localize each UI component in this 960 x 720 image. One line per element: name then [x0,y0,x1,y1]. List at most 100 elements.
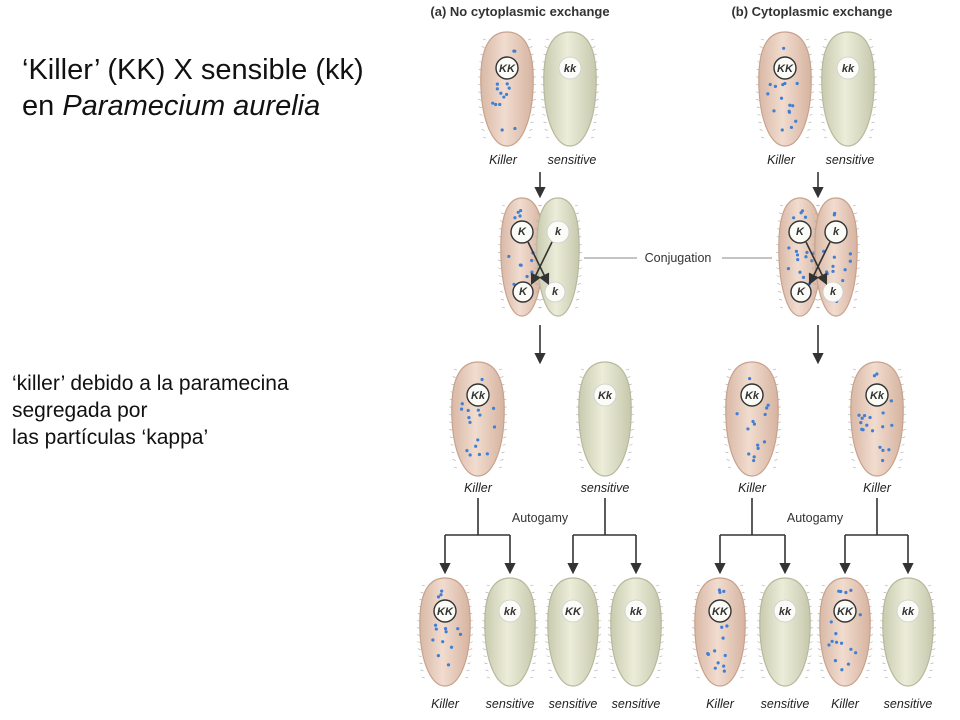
cilium [757,114,761,116]
cilium [611,669,615,672]
cilium [873,76,877,78]
kappa-particle [436,595,441,599]
cilium [870,129,874,131]
kappa-particle [794,249,799,253]
cilium [930,598,934,601]
cilium [483,605,487,608]
kappa-particle [788,103,792,107]
cilium [659,605,663,608]
cilium [815,204,820,207]
cilium [776,391,780,393]
cilium [580,368,585,371]
cilium [743,655,747,658]
kappa-particle [805,250,809,255]
kappa-particle [751,419,755,424]
cilium [579,459,583,461]
kappa-particle [834,632,838,636]
cilium [452,376,456,378]
kappa-particle [849,647,853,651]
cilium [928,676,932,679]
cilium [851,459,855,461]
progeny-label: sensitive [761,697,810,711]
cilium [814,298,819,301]
cilium [629,391,633,393]
cilium [807,129,811,131]
nucleus [433,599,457,623]
cilium [532,68,536,71]
kappa-particle [846,662,851,666]
cell-body [480,31,534,147]
cilium [758,121,762,124]
cilium [578,275,582,277]
kappa-particle [768,82,772,87]
cilium [499,291,504,293]
kappa-particle [519,263,523,267]
cilium [530,121,534,124]
cilium [755,91,760,94]
note-line-2: segregada por [12,399,148,422]
cilium [420,669,424,672]
progeny-genotype: kk [902,606,915,618]
cilium [696,676,700,679]
cilium [757,613,761,615]
cilium [453,466,458,469]
nucleus [788,220,812,244]
cilium [691,627,696,629]
nucleus [558,56,582,80]
parent-genotype: kk [842,63,855,75]
cilium [847,421,852,424]
cilium [777,291,782,293]
cilium [930,662,934,665]
kappa-particle [833,211,837,215]
kappa-particle [444,630,448,634]
cilium [808,121,812,124]
cilium [808,655,812,658]
cilium [808,605,812,608]
cilium [759,598,763,601]
header-cytoplasmic-exchange: (b) Cytoplasmic exchange [731,4,892,19]
cilium [531,61,535,63]
cilium [578,236,582,238]
kappa-particle [791,104,795,108]
cilium [486,584,490,587]
kappa-particle [721,636,725,640]
kappa-particle [513,49,517,53]
cilium [850,451,854,454]
cilium [656,584,660,587]
cilium [544,634,549,636]
cilium [849,391,853,393]
cell-body [578,361,632,477]
kappa-particle [706,652,710,656]
cilium [541,106,545,109]
cilium [529,129,533,131]
kappa-particle [713,666,717,670]
cilium [867,598,871,601]
cilium [882,598,886,601]
kappa-particle [859,421,863,425]
kappa-particle [780,128,784,132]
cilium [902,413,907,416]
cilium [868,655,872,658]
title-line-2: en Paramecium aurelia [22,90,321,122]
cilium [694,598,698,601]
cilium [658,598,662,601]
cilium [819,99,823,101]
cilium [592,129,596,131]
cilium [627,376,631,378]
cilium [693,605,697,608]
kappa-particle [799,211,803,215]
cilium [576,429,580,431]
cilium [774,376,778,378]
cilium [756,106,760,109]
cilium [578,383,582,386]
cilium [421,676,425,679]
progeny-cell [481,577,539,687]
cilium [481,634,486,636]
kappa-particle [716,661,720,665]
kappa-particle [485,452,489,456]
cilium [482,38,487,41]
cilium [726,459,730,461]
cilium [741,591,745,594]
parent-cell-sensitive [818,31,878,147]
kappa-particle [525,274,529,279]
